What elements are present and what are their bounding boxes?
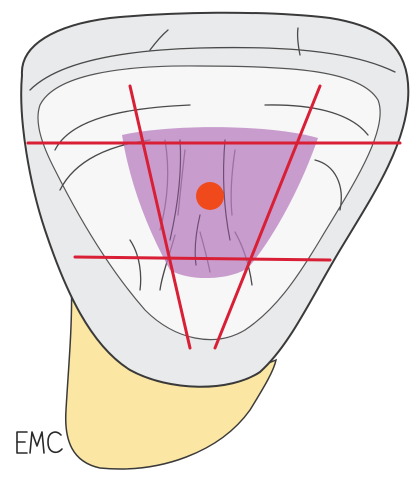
emc-logo xyxy=(14,426,70,458)
center-marker xyxy=(196,182,224,210)
